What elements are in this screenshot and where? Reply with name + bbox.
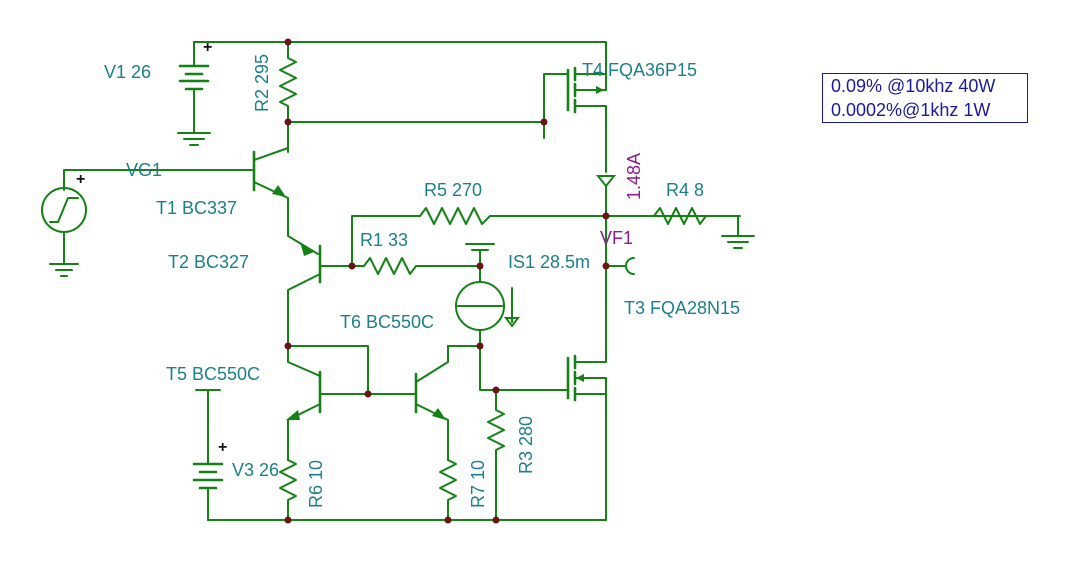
transistor-t5 [286, 345, 417, 461]
label-is1: IS1 28.5m [508, 252, 590, 272]
note-line-1: 0.09% @10khz 40W [831, 76, 996, 96]
resistor-r4 [653, 207, 755, 249]
note-line-2: 0.0002%@1khz 1W [831, 100, 991, 120]
label-t4: T4 FQA36P15 [582, 60, 697, 80]
resistor-r2 [279, 41, 297, 123]
label-r7: R7 10 [468, 460, 488, 508]
label-r5: R5 270 [424, 180, 482, 200]
label-t6: T6 BC550C [340, 312, 434, 332]
resistor-r5 [351, 207, 741, 267]
label-t1: T1 BC337 [156, 198, 237, 218]
resistor-r7 [439, 459, 457, 521]
label-r1: R1 33 [360, 230, 408, 250]
label-t2: T2 BC327 [168, 252, 249, 272]
v3-plus-sign: + [218, 439, 227, 456]
mosfet-t4 [543, 65, 607, 173]
transistor-t6 [414, 345, 449, 461]
resistor-r6 [279, 459, 297, 521]
transistor-t2 [287, 242, 353, 347]
v1-plus-sign: + [203, 39, 212, 56]
label-v1: V1 26 [104, 62, 151, 82]
label-r6: R6 10 [306, 460, 326, 508]
label-vg1: VG1 [126, 160, 162, 180]
distortion-note-box: 0.09% @10khz 40W 0.0002%@1khz 1W [822, 73, 1028, 123]
label-t5: T5 BC550C [166, 364, 260, 384]
resistor-r1 [351, 257, 481, 275]
label-t3: T3 FQA28N15 [624, 298, 740, 318]
top-rail-wire [193, 41, 607, 67]
junction-nodes [284, 38, 610, 524]
label-r2: R2 295 [252, 54, 272, 112]
vg1-plus-sign: + [76, 171, 85, 188]
current-source-is1 [447, 243, 520, 347]
label-r4: R4 8 [666, 180, 704, 200]
label-r3: R3 280 [516, 416, 536, 474]
signal-generator-vg1: + [41, 169, 253, 277]
battery-v1: + [178, 39, 212, 134]
resistor-r3 [487, 389, 505, 521]
battery-v3: + [192, 389, 227, 521]
transistor-t1 [252, 147, 289, 199]
current-probe-arrow [595, 175, 617, 217]
ground-v1 [177, 132, 211, 146]
mosfet-t3 [479, 265, 607, 521]
label-v3: V3 26 [232, 460, 279, 480]
label-vf1: VF1 [600, 228, 633, 248]
label-probe-current: 1.48A [624, 153, 644, 200]
